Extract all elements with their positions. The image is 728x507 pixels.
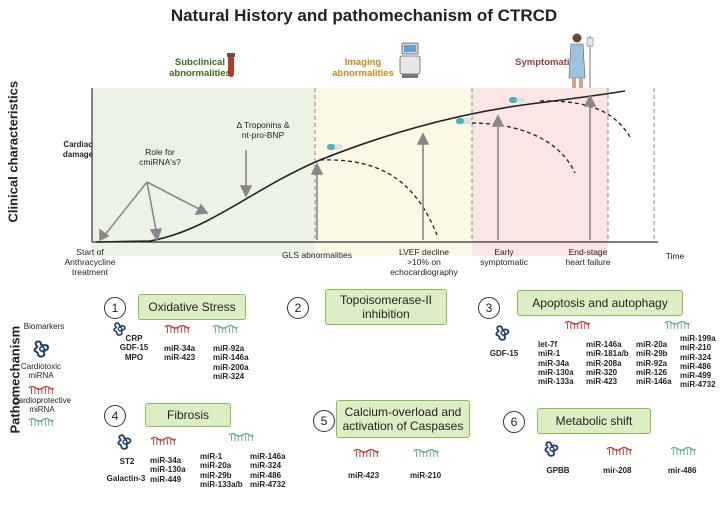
mechanism-5-title: Calcium-overload and activation of Caspa… bbox=[336, 400, 470, 438]
troponins-annotation: Δ Troponins & nt-pro-BNP bbox=[236, 120, 290, 140]
imaging-band bbox=[315, 88, 472, 256]
mechanism-3-protective-list-a: miR-20a miR-29b miR-92a miR-126 miR-146a bbox=[636, 340, 672, 387]
legend-cardioprotective-icon bbox=[28, 417, 54, 428]
mechanism-4-title: Fibrosis bbox=[145, 403, 231, 427]
mechanism-3-protective-list-b: miR-199a miR-210 miR-324 miR-486 miR-499… bbox=[680, 334, 716, 390]
mechanism-5-toxic-icon bbox=[353, 448, 379, 459]
mechanism-2-title: Topoisomerase-II inhibition bbox=[325, 289, 447, 325]
mechanism-6-protective-list: mir-486 bbox=[668, 466, 697, 475]
mechanism-5-toxic-list: miR-423 bbox=[348, 471, 380, 480]
patient-iv-icon bbox=[568, 33, 594, 88]
mechanism-3-biomarkers: GDF-15 bbox=[489, 349, 519, 358]
mechanism-4-biomarker-icon bbox=[116, 433, 134, 451]
mechanism-4-number: 4 bbox=[104, 405, 126, 427]
mechanism-5-protective-icon bbox=[413, 448, 439, 459]
mechanism-2-number: 2 bbox=[287, 297, 309, 319]
ultrasound-machine-icon bbox=[399, 42, 421, 78]
mechanism-4-toxic-icon bbox=[150, 436, 176, 447]
mechanism-5-number: 5 bbox=[313, 410, 335, 432]
recovery-path-3 bbox=[539, 100, 631, 138]
recovery-path-1 bbox=[319, 159, 438, 236]
x-label-endstage: End-stage heart failure bbox=[565, 247, 611, 267]
page-title: Natural History and pathomechanism of CT… bbox=[170, 6, 558, 25]
pill-icon-1 bbox=[327, 144, 343, 150]
mechanism-6-biomarker-icon bbox=[543, 440, 561, 458]
legend-cardiotoxic-icon bbox=[28, 385, 54, 396]
x-label-lvef: LVEF decline >10% on echocardiography bbox=[390, 247, 458, 277]
x-axis-end-label: Time bbox=[665, 251, 685, 261]
phase-subclinical: Subclinical abnormalities bbox=[169, 57, 231, 79]
pathomechanism-label: Pathomechanism bbox=[7, 325, 23, 434]
mechanism-4-protective-list-b: miR-146a miR-324 miR-486 miR-4732 bbox=[250, 452, 286, 489]
legend-cardiotoxic-label: Cardiotoxic miRNA bbox=[20, 362, 61, 380]
mechanism-4-protective-list-a: miR-1 miR-20a miR-29b miR-133a/b bbox=[200, 452, 243, 489]
mechanism-1-title: Oxidative Stress bbox=[138, 294, 246, 320]
recovery-path-2 bbox=[464, 122, 576, 174]
mechanism-6-protective-icon bbox=[670, 446, 696, 457]
legend-biomarker-icon bbox=[32, 339, 52, 359]
mechanism-1-protective-list: miR-92a miR-146a miR-200a miR-324 bbox=[213, 344, 249, 381]
subclinical-band bbox=[92, 88, 315, 256]
x-label-gls: GLS abnormalities bbox=[282, 250, 352, 260]
mechanism-3-title: Apoptosis and autophagy bbox=[517, 290, 683, 316]
y-axis-label: Cardiac damage bbox=[62, 140, 94, 159]
mechanism-1-protective-icon bbox=[212, 324, 238, 335]
mechanism-6-biomarkers: GPBB bbox=[546, 466, 570, 475]
mechanism-4-biomarkers-a: ST2 bbox=[119, 457, 135, 466]
mechanism-1-toxic-list: miR-34a miR-423 bbox=[164, 344, 196, 363]
pill-icon-2 bbox=[456, 118, 472, 124]
pill-icon-3 bbox=[509, 97, 525, 103]
mechanism-3-toxic-list-a: let-7f miR-1 miR-34a miR-130a miR-133a bbox=[538, 340, 574, 387]
legend-biomarkers-label: Biomarkers bbox=[23, 322, 65, 331]
mechanism-6-title: Metabolic shift bbox=[537, 408, 651, 434]
x-label-early: Early symptomatic bbox=[480, 247, 528, 267]
mechanism-3-toxic-list-b: miR-146a miR-181a/b miR-208a miR-320 miR… bbox=[586, 340, 629, 387]
damage-curve bbox=[95, 90, 626, 243]
mechanism-5-protective-list: miR-210 bbox=[410, 471, 442, 480]
mechanism-4-biomarkers-b: Galactin-3 bbox=[106, 474, 146, 483]
natural-history-chart bbox=[91, 33, 658, 243]
cmirna-annotation: Role for cmiRNA's? bbox=[139, 147, 181, 167]
mechanism-4-protective-icon bbox=[228, 432, 254, 443]
mechanism-6-number: 6 bbox=[503, 411, 525, 433]
mechanism-6-toxic-list: mir-208 bbox=[603, 466, 632, 475]
phase-imaging: Imaging abnormalities bbox=[332, 57, 394, 79]
mechanism-1-toxic-icon bbox=[164, 324, 190, 335]
mechanism-1-number: 1 bbox=[104, 297, 126, 319]
mechanism-1-biomarkers: CRP GDF-15 MPO bbox=[119, 334, 149, 362]
legend-cardioprotective-label: Cardioprotective miRNA bbox=[12, 396, 72, 414]
x-label-start: Start of Anthracycline treatment bbox=[64, 247, 116, 277]
mechanism-3-biomarker-icon bbox=[494, 324, 512, 342]
mechanism-3-protective-icon bbox=[664, 320, 690, 331]
phase-symptomatic: Symptomatic bbox=[515, 57, 575, 68]
symptomatic-band bbox=[472, 88, 608, 256]
mechanism-3-toxic-icon bbox=[564, 320, 590, 331]
mechanism-6-toxic-icon bbox=[606, 446, 632, 457]
mechanism-4-toxic-list: miR-34a miR-130a miR-449 bbox=[150, 456, 186, 484]
mechanism-3-number: 3 bbox=[478, 297, 500, 319]
blood-tube-icon bbox=[227, 53, 235, 77]
